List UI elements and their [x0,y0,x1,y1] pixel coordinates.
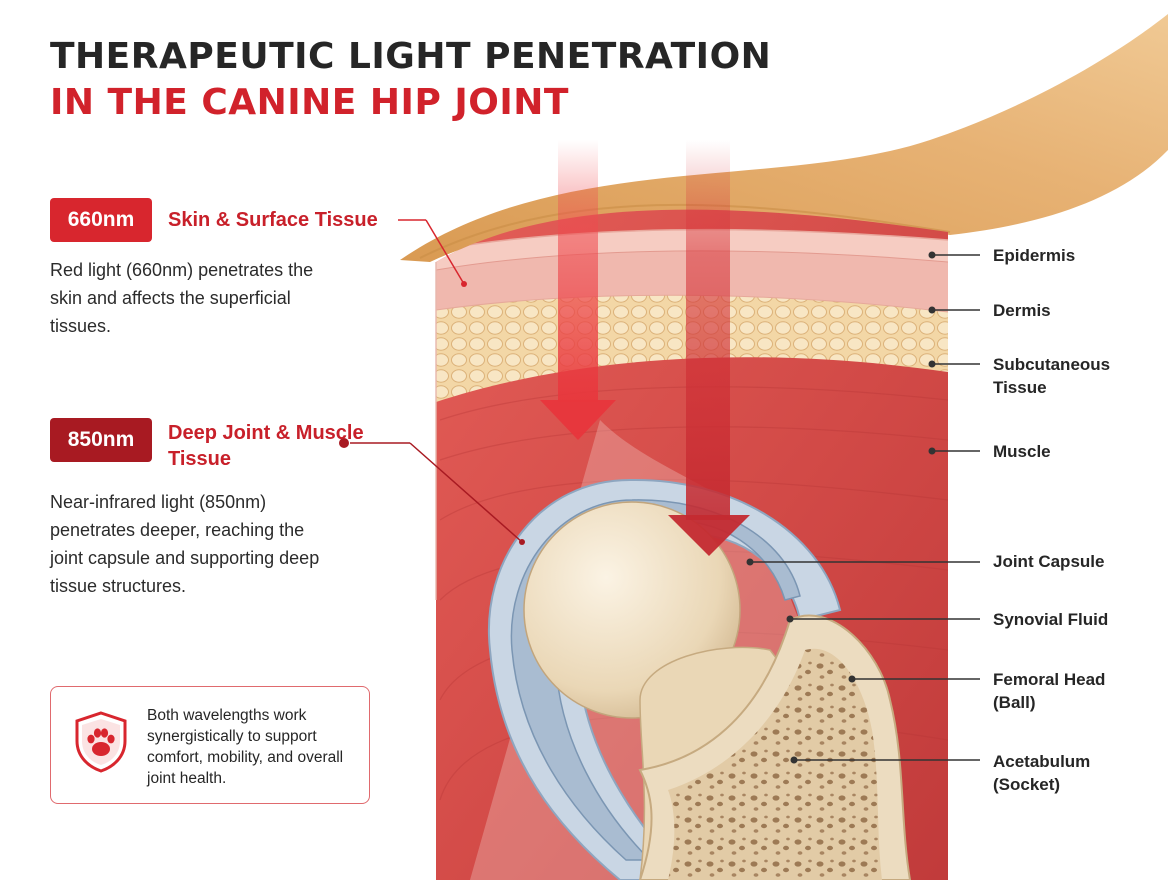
band-title-660nm: Skin & Surface Tissue [168,209,378,231]
label-subcutaneous-tissue: Subcutaneous Tissue [993,355,1111,397]
band-title-850nm: Deep Joint & Muscle Tissue [168,422,364,470]
badge-850nm: 850nm [50,418,152,462]
badge-660nm: 660nm [50,198,152,242]
label-epidermis: Epidermis [993,246,1076,265]
label-muscle: Muscle [993,442,1051,461]
label-joint-capsule: Joint Capsule [993,552,1105,571]
label-acetabulum: Acetabulum (Socket) [993,752,1091,794]
leader-850nm [350,442,523,543]
synergy-callout-text: Both wavelengths work synergistically to… [147,707,344,787]
label-femoral-head: Femoral Head (Ball) [993,670,1106,712]
beam-850nm [668,140,750,556]
shield-paw-icon [75,711,127,773]
label-dermis: Dermis [993,301,1051,320]
page-title: THERAPEUTIC LIGHT PENETRATION [50,36,772,77]
label-synovial-fluid: Synovial Fluid [993,610,1109,629]
synergy-callout-box: Both wavelengths work synergistically to… [50,686,370,804]
leader-660nm [398,219,465,285]
beam-660nm [540,140,616,440]
page-subtitle: IN THE CANINE HIP JOINT [50,82,569,123]
band-description-660nm: Red light (660nm) penetrates the skin an… [50,260,314,336]
band-description-850nm: Near-infrared light (850nm) penetrates d… [50,492,320,596]
